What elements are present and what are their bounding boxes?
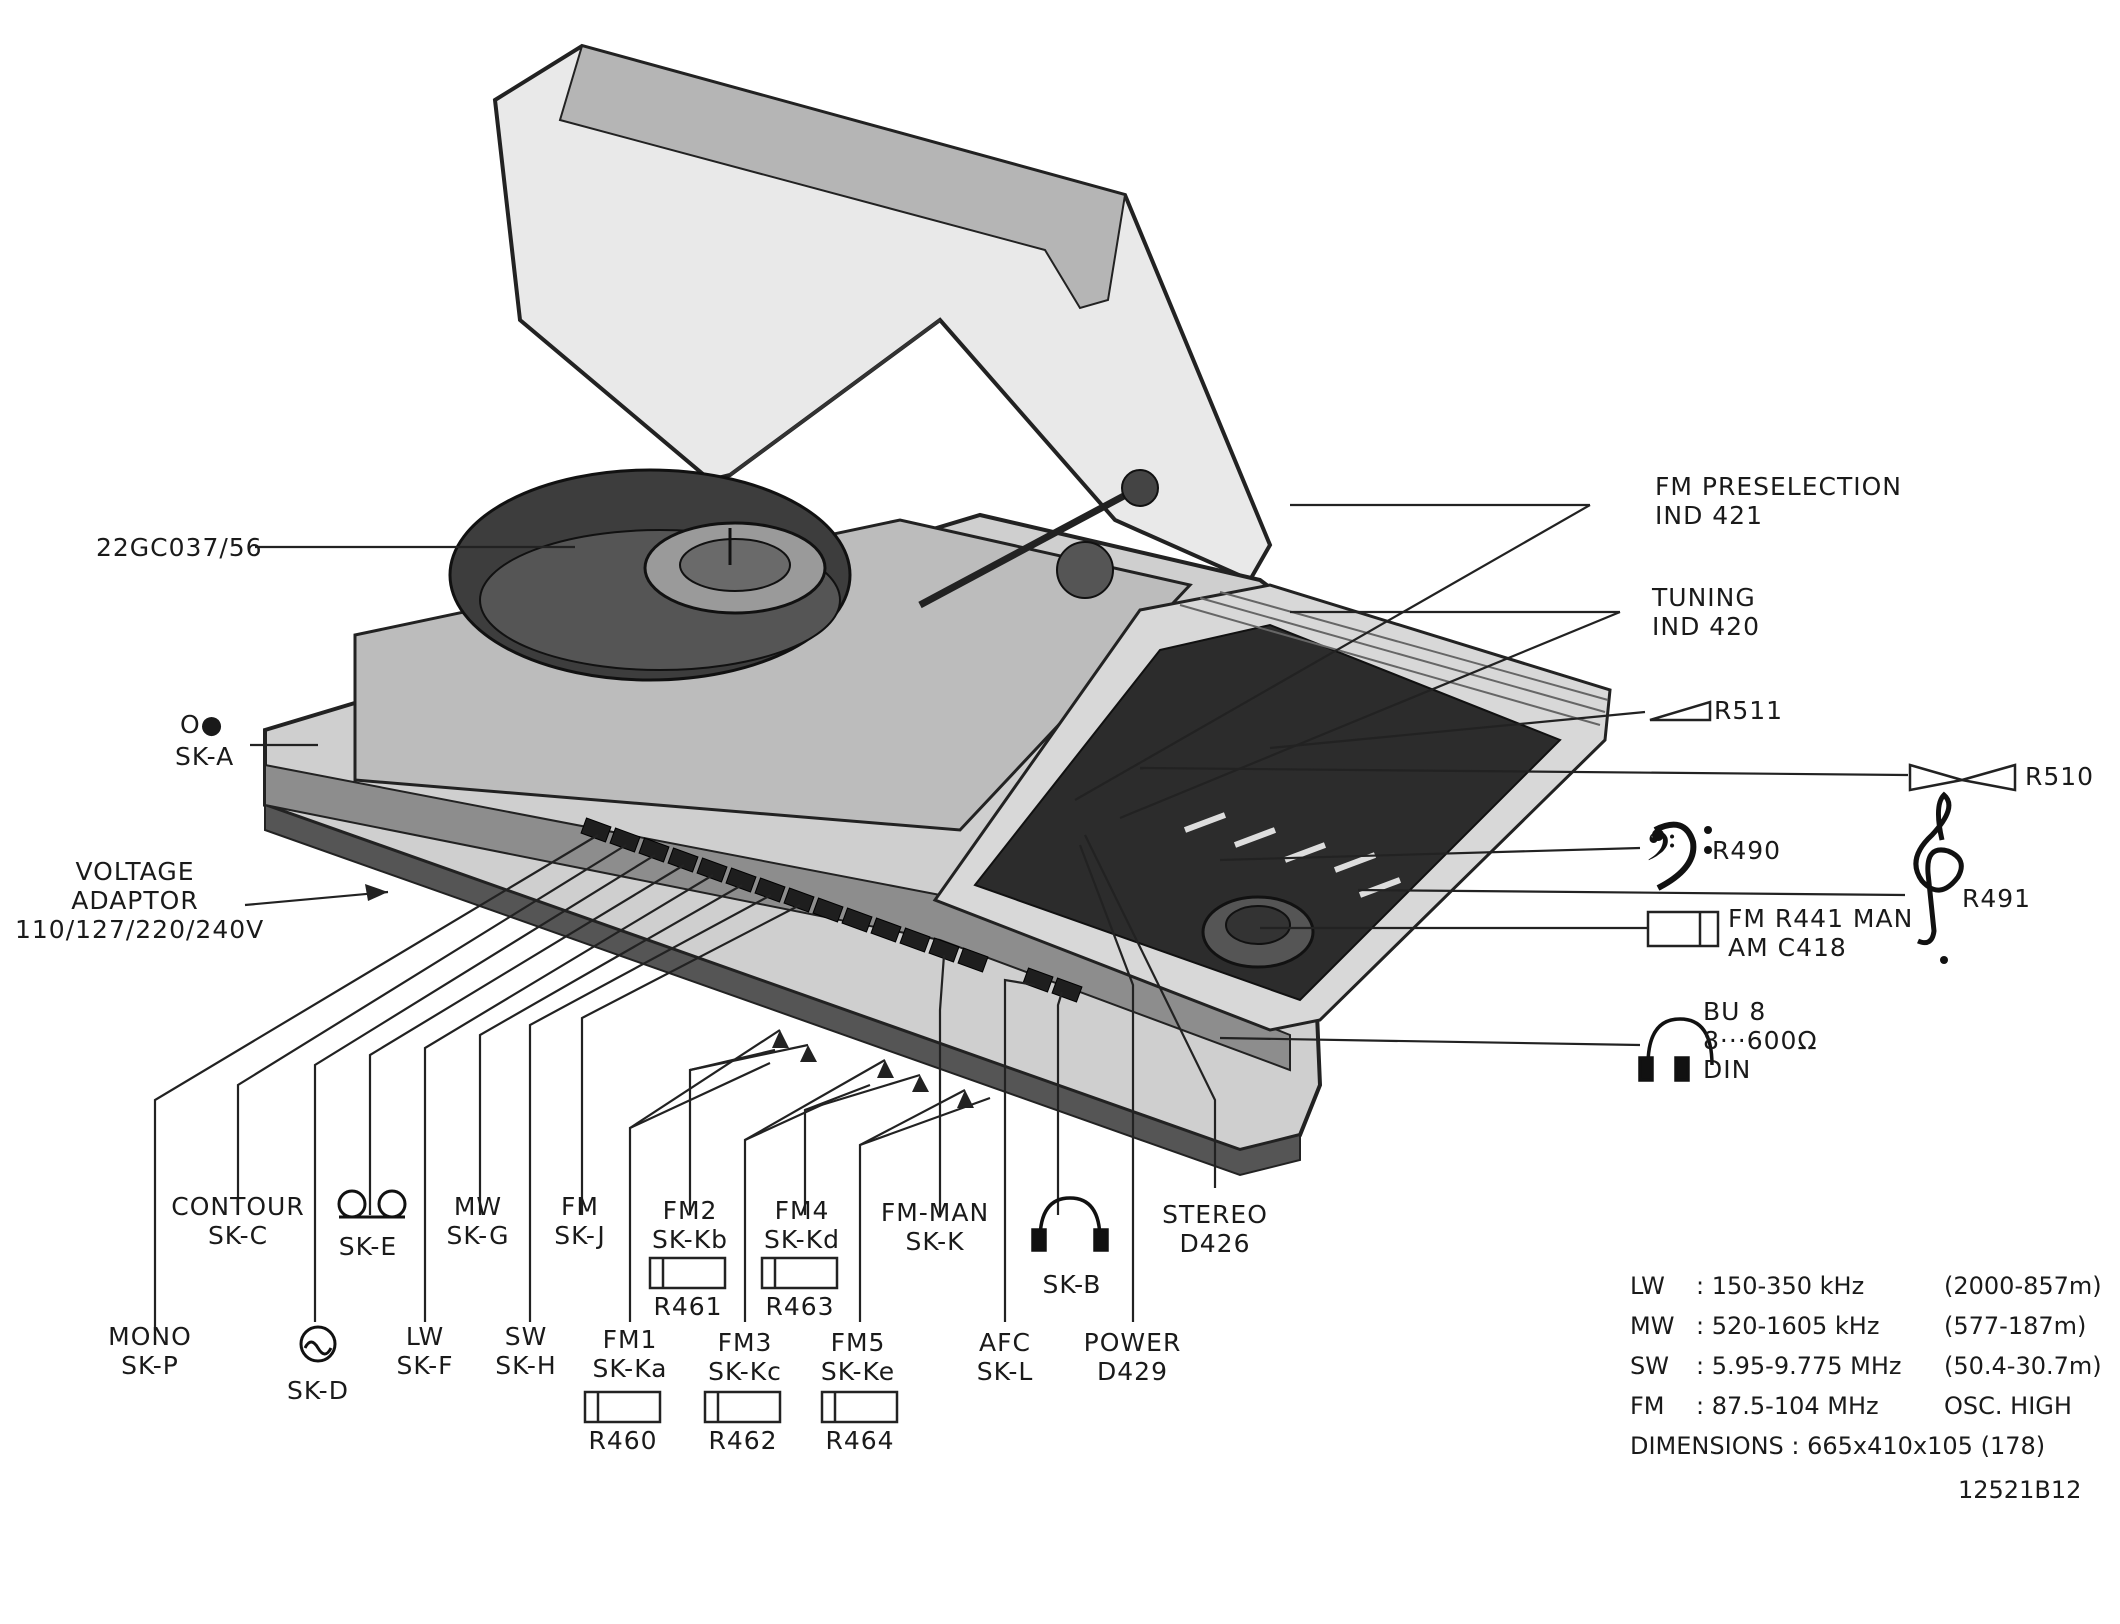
spec-row-sw: SW : 5.95-9.775 MHz (50.4-30.7m): [1630, 1346, 2120, 1386]
volume-wedge-icon: [1908, 763, 2017, 792]
spec-dimensions: DIMENSIONS : 665x410x105 (178): [1630, 1432, 2046, 1460]
ska-label: SK-A: [175, 742, 235, 771]
r464-label: R464: [825, 1426, 895, 1455]
phono-icon: [299, 1325, 337, 1363]
dust-cover: [492, 43, 1273, 583]
spec-row-lw: LW : 150-350 kHz (2000-857m): [1630, 1266, 2120, 1306]
push-button-row: [580, 817, 1083, 1003]
r462-label: R462: [708, 1426, 778, 1455]
spec-row-mw: MW : 520-1605 kHz (577-187m): [1630, 1306, 2120, 1346]
spec-range: : 87.5-104 MHz: [1696, 1392, 1879, 1420]
spec-range: : 150-350 kHz: [1696, 1272, 1865, 1300]
spec-row-fm: FM : 87.5-104 MHz OSC. HIGH: [1630, 1386, 2120, 1426]
spec-meters: (50.4-30.7m): [1944, 1352, 2102, 1380]
receiver-panel: [932, 583, 1612, 1032]
tape-icon: [337, 1189, 407, 1219]
bass-clef-icon: 𝄢: [1645, 821, 1712, 891]
skb-headphone-icon: [1031, 1196, 1109, 1252]
treble-clef-icon: [1913, 791, 1964, 964]
spec-range: : 5.95-9.775 MHz: [1696, 1352, 1902, 1380]
specifications-block: LW : 150-350 kHz (2000-857m) MW : 520-16…: [1630, 1266, 2120, 1466]
r461-label: R461: [653, 1292, 723, 1321]
spec-band: MW: [1630, 1312, 1675, 1340]
preset-slider-icons: [583, 1256, 899, 1424]
fm-man-fader-icon: [1646, 910, 1720, 948]
spec-band: FM: [1630, 1392, 1665, 1420]
turntable-deck: [353, 468, 1193, 832]
r463-label: R463: [765, 1292, 835, 1321]
ska-symbol: O●: [180, 710, 224, 739]
skb-label: SK-B: [1042, 1270, 1102, 1299]
r490-label: R490: [1712, 836, 1782, 865]
r511-label: R511: [1714, 696, 1784, 725]
model-label: 22GC037/56: [96, 533, 263, 562]
r510-label: R510: [2025, 762, 2095, 791]
r460-label: R460: [588, 1426, 658, 1455]
r491-label: R491: [1962, 884, 2032, 913]
spec-row-dimensions: DIMENSIONS : 665x410x105 (178): [1630, 1426, 2120, 1466]
spec-range: : 520-1605 kHz: [1696, 1312, 1880, 1340]
spec-meters: (2000-857m): [1944, 1272, 2102, 1300]
spec-band: LW: [1630, 1272, 1665, 1300]
ske-label: SK-E: [338, 1232, 398, 1261]
spec-band: SW: [1630, 1352, 1669, 1380]
balance-wedge-icon: [1649, 700, 1712, 722]
arrow-heads: [365, 884, 974, 1108]
skd-label: SK-D: [287, 1376, 349, 1405]
spec-meters: OSC. HIGH: [1944, 1392, 2072, 1420]
figure-number: 12521B12: [1958, 1476, 2082, 1504]
spec-meters: (577-187m): [1944, 1312, 2087, 1340]
leader-lines: [153, 503, 1909, 1330]
headphone-icon: [1638, 1017, 1714, 1082]
